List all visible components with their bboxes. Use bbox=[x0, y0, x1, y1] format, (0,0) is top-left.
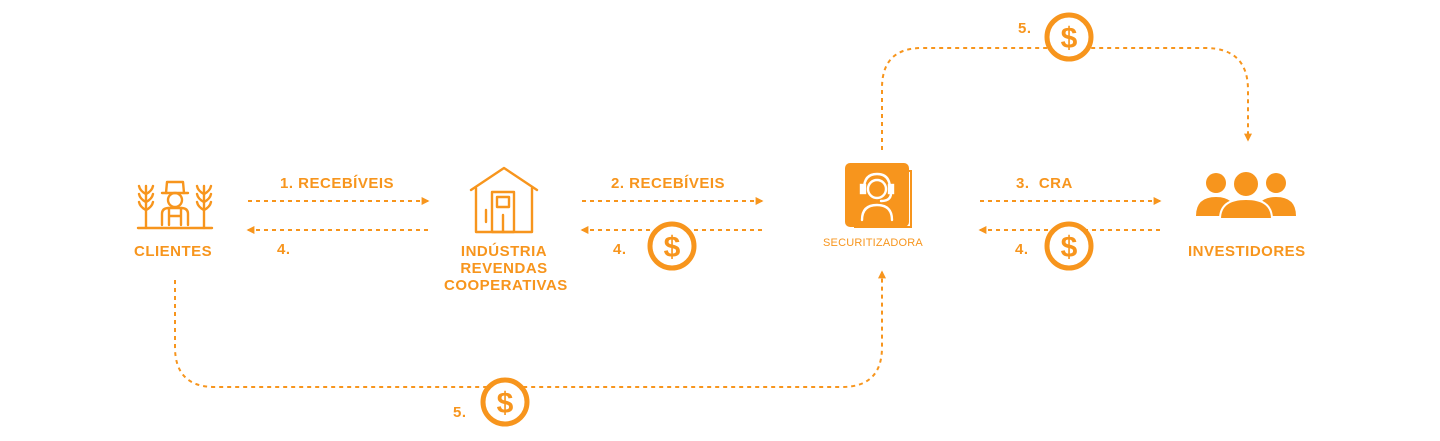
headset-operator-icon bbox=[845, 163, 912, 228]
dollar-symbol: $ bbox=[497, 387, 514, 420]
industria-label-line1: INDÚSTRIA bbox=[460, 243, 548, 260]
investidores-label: INVESTIDORES bbox=[1188, 243, 1306, 260]
dollar-coin-icon-bottom: $ bbox=[480, 377, 530, 427]
industria-label-line3: COOPERATIVAS bbox=[444, 277, 568, 294]
dollar-coin-icon-industria: $ bbox=[647, 221, 697, 271]
dollar-symbol: $ bbox=[664, 231, 681, 264]
warehouse-icon bbox=[469, 166, 539, 234]
flow-label-step4-securitizadora: 4. bbox=[1015, 241, 1029, 258]
flow-label-step5-bottom: 5. bbox=[453, 404, 467, 421]
flow-label-step3: 3. CRA bbox=[1016, 175, 1073, 192]
arrow-payment-5-top bbox=[881, 47, 1252, 150]
dollar-symbol: $ bbox=[1061, 231, 1078, 264]
flow-label-step2: 2. RECEBÍVEIS bbox=[611, 175, 726, 192]
flow-label-step5-top: 5. bbox=[1018, 20, 1032, 37]
clientes-label: CLIENTES bbox=[134, 243, 213, 260]
securitizadora-label: SECURITIZADORA bbox=[823, 237, 923, 249]
flow-label-step4-industria: 4. bbox=[613, 241, 627, 258]
industria-label-line2: REVENDAS bbox=[460, 260, 548, 277]
industria-label: INDÚSTRIA REVENDAS COOPERATIVAS bbox=[444, 243, 568, 294]
dollar-coin-icon-top: $ bbox=[1044, 12, 1094, 62]
dollar-symbol: $ bbox=[1061, 22, 1078, 55]
flow-label-step4-clientes: 4. bbox=[277, 241, 291, 258]
flow-label-step1: 1. RECEBÍVEIS bbox=[280, 175, 395, 192]
dollar-coin-icon-securitizadora: $ bbox=[1044, 221, 1094, 271]
people-group-icon bbox=[1196, 170, 1296, 220]
farmer-icon bbox=[136, 180, 214, 230]
